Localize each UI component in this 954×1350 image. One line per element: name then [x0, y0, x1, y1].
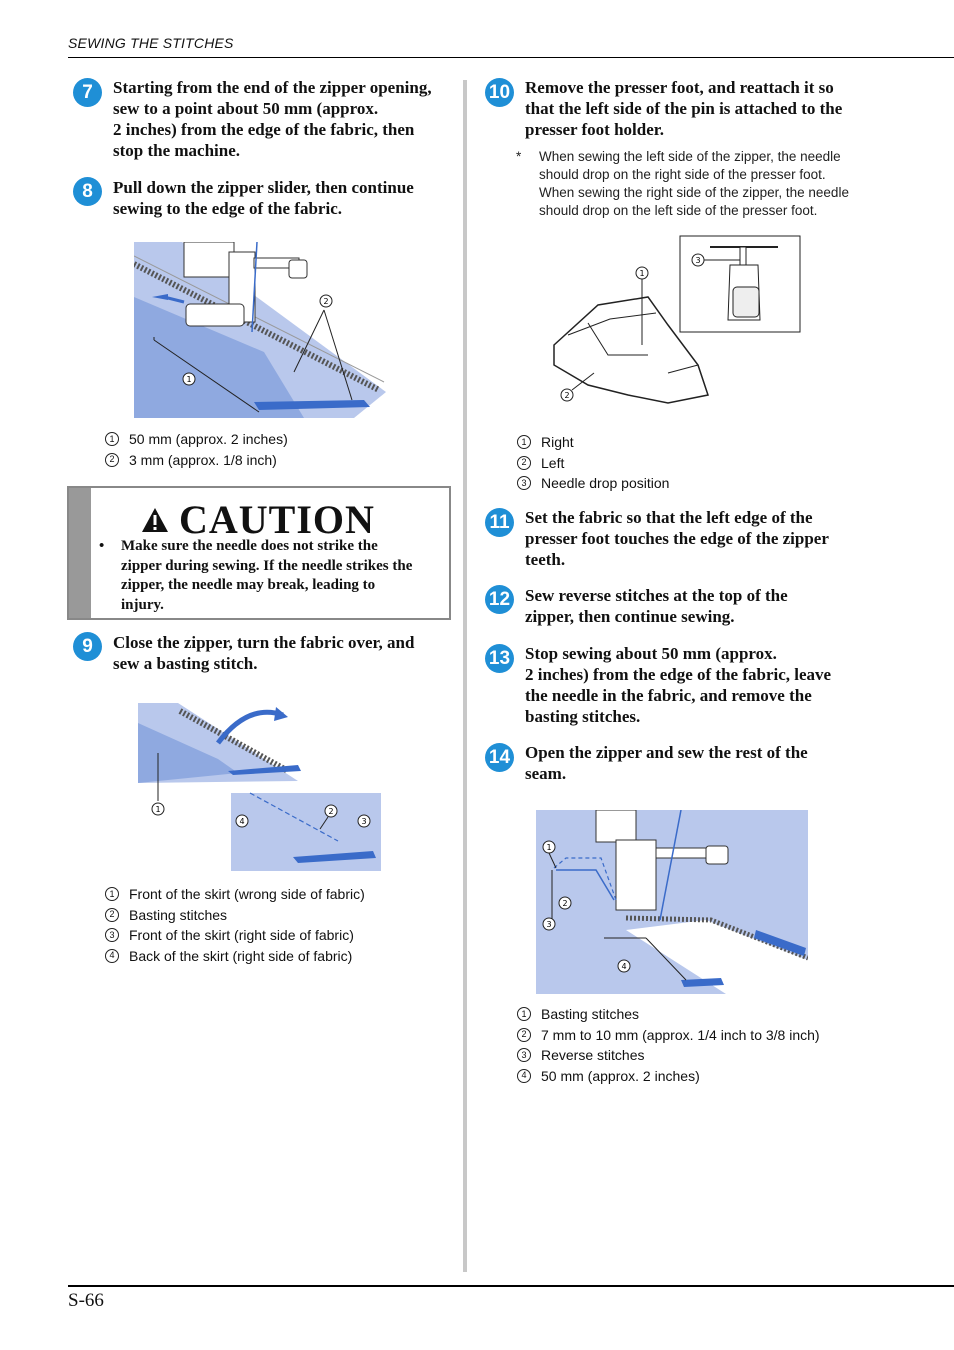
figure-zipper-sewing-edge: 1 2	[134, 242, 386, 418]
caution-stripe	[69, 488, 91, 618]
step10-note: When sewing the left side of the zipper,…	[539, 149, 849, 218]
section-header: SEWING THE STITCHES	[68, 35, 234, 51]
figure4-callout-4: 4	[621, 962, 626, 971]
step-9-text: Close the zipper, turn the fabric over, …	[113, 633, 415, 673]
step-13-text: Stop sewing about 50 mm (approx. 2 inche…	[525, 644, 832, 726]
figure4-callout-1: 1	[546, 843, 551, 852]
warning-triangle-icon	[142, 507, 168, 532]
figure2-callout-2: 2	[328, 807, 333, 816]
caution-bullet: • Make sure the needle does not strike t…	[99, 538, 413, 613]
figure2-callout-3: 3	[361, 817, 366, 826]
step-10-badge: 10	[485, 78, 514, 107]
figure2-callout-4: 4	[239, 817, 244, 826]
basting-stitches-line	[249, 792, 339, 842]
figure2-callout-1: 1	[155, 805, 160, 814]
figure3-callout-3: 3	[695, 256, 700, 265]
step-12-text: Sew reverse stitches at the top of the z…	[525, 586, 788, 626]
step-8-text: Pull down the zipper slider, then contin…	[113, 178, 414, 218]
figure-basting-stitch: 1 2 3 4	[138, 703, 381, 871]
caution-title: CAUTION	[141, 496, 375, 543]
fabric-wrong-side	[138, 723, 238, 783]
step-14-badge: 14	[485, 743, 514, 772]
step-14-text: Open the zipper and sew the rest of the …	[525, 743, 808, 783]
figure4-callout-3: 3	[546, 920, 551, 929]
figure3-callout-2: 2	[564, 391, 569, 400]
presser-foot	[615, 839, 657, 911]
step-8-badge: 8	[73, 177, 102, 206]
fabric-lower-layer	[134, 297, 304, 418]
step-7-badge: 7	[73, 78, 102, 107]
step-9-badge: 9	[73, 632, 102, 661]
caution-box: CAUTION • Make sure the needle does not …	[67, 486, 451, 620]
reverse-stitches-line	[556, 869, 615, 901]
step-13-badge: 13	[485, 644, 514, 673]
figure3-callout-1: 1	[639, 269, 644, 278]
figure1-callout-2: 2	[323, 297, 328, 306]
step-12-badge: 12	[485, 585, 514, 614]
header-rule	[68, 57, 954, 58]
figure-open-zipper-sewing: 1 2 3 4	[536, 810, 808, 994]
basting-stitches-line	[553, 857, 617, 901]
figure-zipper-foot: 3 1 2	[553, 235, 801, 404]
step-10-text: Remove the presser foot, and reattach it…	[525, 78, 843, 139]
page-number: S-66	[68, 1290, 104, 1311]
figure4-callout-2: 2	[562, 899, 567, 908]
figure1-callout-1: 1	[186, 375, 191, 384]
step-7-text: Starting from the end of the zipper open…	[113, 78, 432, 160]
note-marker: *	[516, 149, 522, 164]
column-divider	[463, 80, 467, 1272]
footer-rule	[68, 1285, 954, 1287]
step-11-badge: 11	[485, 508, 514, 537]
step-11-text: Set the fabric so that the left edge of …	[525, 508, 829, 569]
